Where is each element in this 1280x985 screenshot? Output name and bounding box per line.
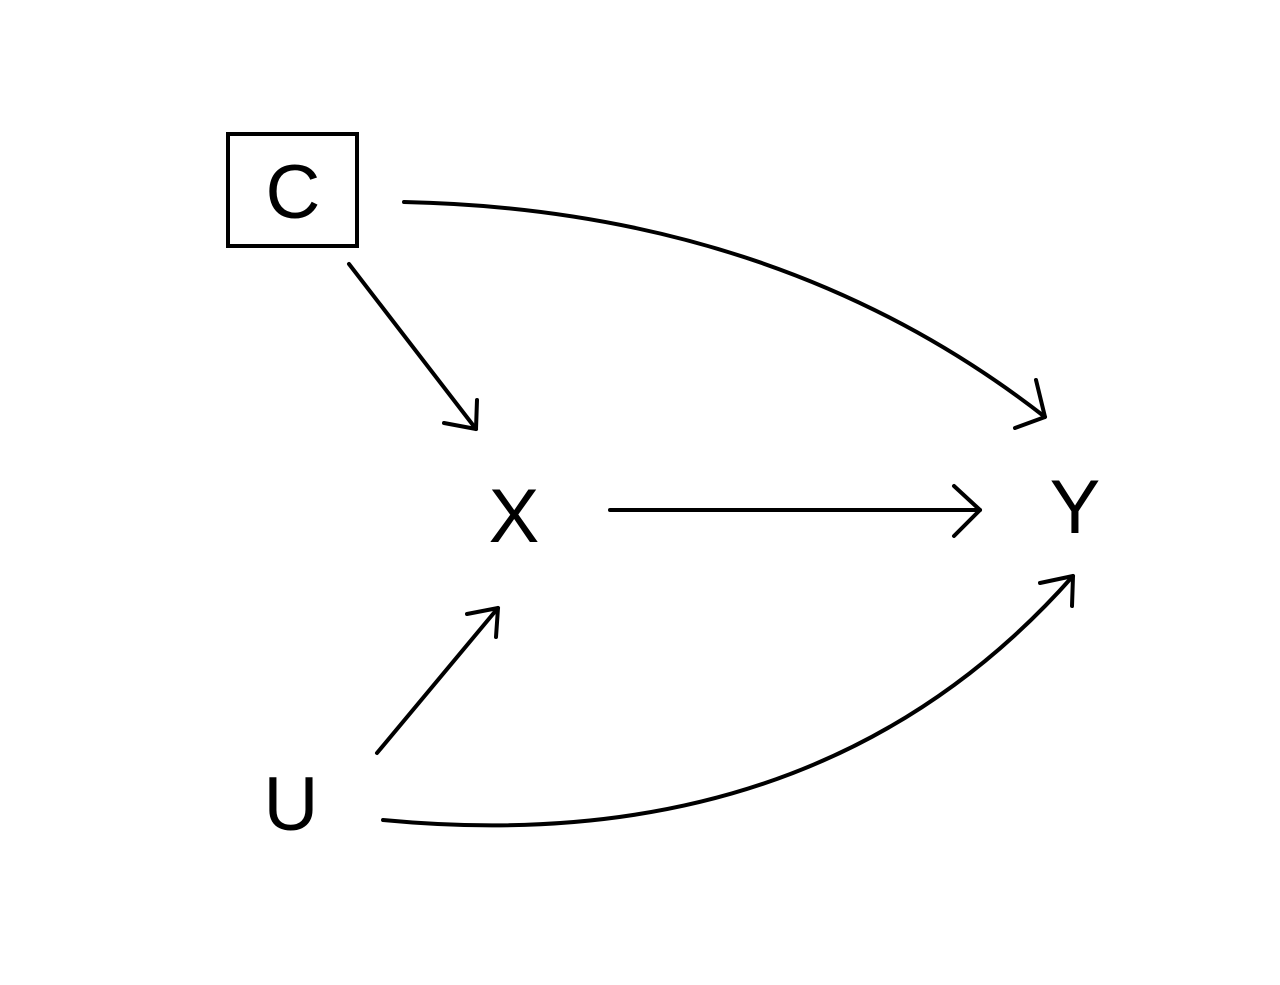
node-x-label: X — [489, 474, 540, 559]
edge-u-to-y-line — [381, 574, 1075, 828]
edge-u-to-y-arrowhead — [1038, 574, 1075, 608]
node-y-label: Y — [1050, 465, 1101, 550]
edge-x-to-y — [608, 484, 982, 538]
node-y: Y — [1050, 465, 1101, 550]
node-x: X — [489, 474, 540, 559]
node-u-label: U — [264, 762, 319, 847]
node-u: U — [264, 762, 319, 847]
edge-x-to-y-arrowhead — [952, 484, 982, 538]
edge-u-to-x-line — [375, 606, 500, 755]
edge-c-to-y-line — [402, 200, 1047, 419]
edge-u-to-y — [381, 574, 1075, 828]
edge-c-to-y-arrowhead — [1013, 378, 1047, 430]
edge-c-to-y — [402, 200, 1047, 430]
node-c-box — [226, 132, 359, 248]
edge-u-to-x — [375, 606, 500, 755]
node-c: C — [226, 132, 359, 248]
edge-c-to-x-arrowhead — [442, 398, 479, 431]
edge-c-to-x-line — [347, 262, 478, 431]
edge-u-to-x-arrowhead — [465, 606, 500, 639]
node-c-label: C — [266, 150, 321, 235]
edge-c-to-x — [347, 262, 479, 431]
